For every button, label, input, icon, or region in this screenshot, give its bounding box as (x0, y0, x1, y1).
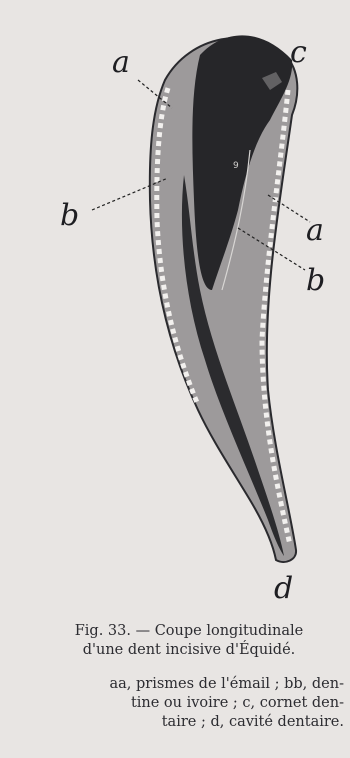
legend-line-1: aa, prismes de l'émail ; bb, den- (30, 675, 344, 694)
label-b-right: b (306, 263, 325, 298)
label-a-top: a (112, 45, 130, 80)
legend-line-2: tine ou ivoire ; c, cornet den- (30, 694, 344, 713)
label-b-left: b (60, 198, 79, 233)
tooth-section-illustration: a c b a b d 9 (0, 0, 350, 600)
label-d: d (274, 571, 293, 600)
figure-legend: aa, prismes de l'émail ; bb, den- tine o… (30, 675, 344, 732)
figure-caption: Fig. 33. — Coupe longitudinale d'une den… (36, 622, 342, 660)
inner-mark: 9 (233, 161, 239, 171)
label-c: c (290, 35, 307, 70)
label-a-right: a (306, 213, 324, 248)
caption-line-1: Fig. 33. — Coupe longitudinale (36, 622, 342, 641)
legend-line-3: taire ; d, cavité dentaire. (30, 713, 344, 732)
caption-line-2: d'une dent incisive d'Équidé. (36, 641, 342, 660)
